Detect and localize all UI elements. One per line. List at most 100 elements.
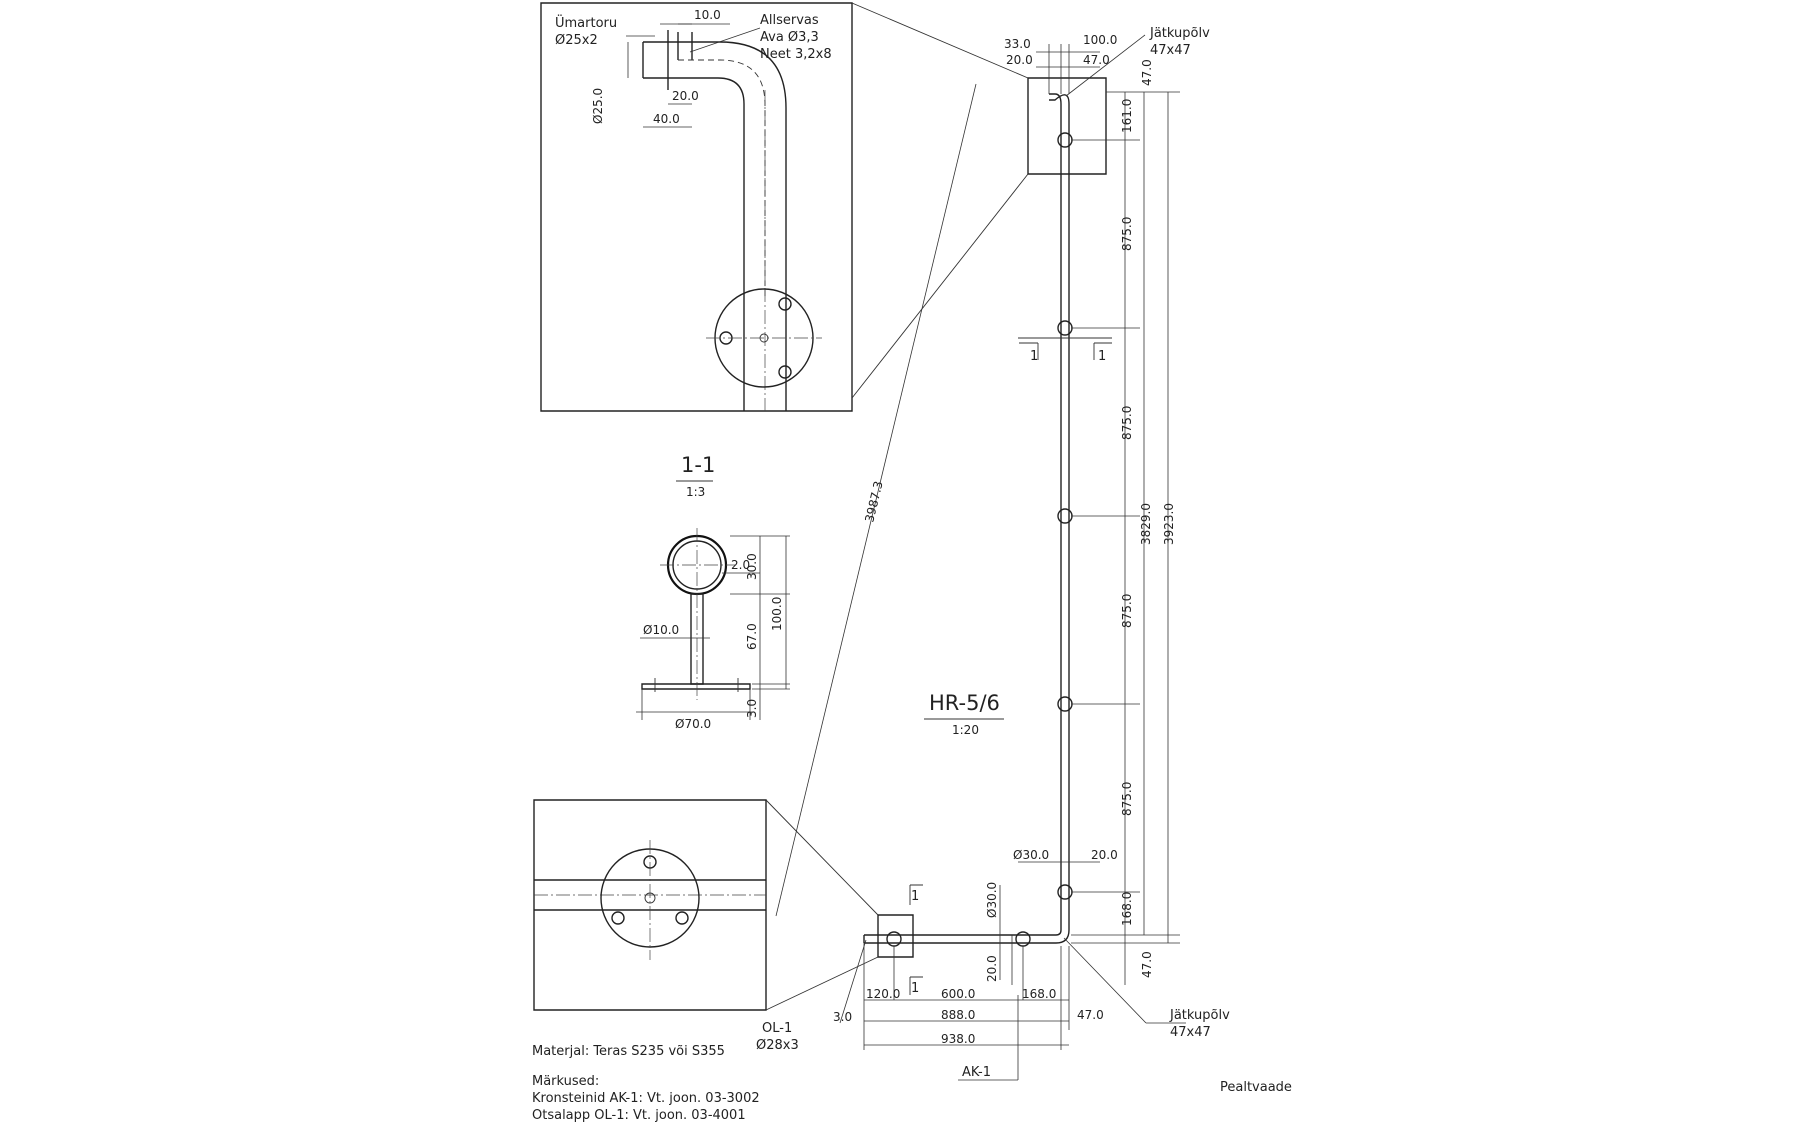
detail-top-view [541,3,852,411]
section-dim-30-text: 30.0 [745,553,759,580]
detail-bottom-screw-3 [676,912,688,924]
section-base-plate [642,684,750,689]
callout-top-box [1028,78,1106,174]
main-view [766,3,1186,1080]
callout-top-leader-2 [852,3,1028,78]
detail-top-dim-25: Ø25.0 [591,88,605,124]
detail-top-dim-20: 20.0 [672,89,699,103]
detail-top-screw-3 [779,366,791,378]
section-dim-phi70: Ø70.0 [675,717,711,731]
label-pealtvaade: Pealtvaade [1220,1080,1292,1095]
section-mark-left: 1 [1030,349,1038,364]
dim-diag-3987: 3987.3 [862,480,885,524]
detail-top-neet: Neet 3,2x8 [760,47,832,62]
dim-bottom-168: 168.0 [1022,987,1056,1001]
detail-top-joint [678,32,692,60]
detail-top-ava: Ava Ø3,3 [760,30,819,45]
section-arrow-top [910,885,923,905]
dim-right-161: 161.0 [1120,99,1134,133]
bracket-v-5 [1058,885,1072,899]
label-ak1: AK-1 [962,1065,991,1080]
section-title: 1-1 [681,453,715,477]
bracket-v-1 [1058,133,1072,147]
label-ol1: OL-1 [762,1021,792,1036]
bracket-h-1 [887,932,901,946]
note-remark-2: Otsalapp OL-1: Vt. joon. 03-4001 [532,1108,746,1123]
bracket-v-2 [1058,321,1072,335]
dim-bottom-3: 3.0 [833,1010,852,1024]
detail-top-allservas: Allservas [760,13,819,28]
note-remarks-title: Märkused: [532,1074,599,1089]
dim-right-875-a: 875.0 [1120,217,1134,251]
section-dim-3-text: 3.0 [745,699,759,718]
dim-top-33: 33.0 [1004,37,1031,51]
callout-bottom-leader-1 [766,800,878,915]
section-mark-right: 1 [1098,349,1106,364]
section-dim-67-text: 67.0 [745,623,759,650]
section-dim-100-text: 100.0 [770,597,784,631]
label-jatkupolv-top: Jätkupõlv [1149,26,1210,41]
rail-top-bend [1049,94,1069,104]
detail-top-umartoru-size: Ø25x2 [555,33,598,48]
detail-bottom-view [534,800,766,1010]
section-view [636,528,790,720]
dim-3987-line [776,84,976,916]
section-dim-phi10: Ø10.0 [643,623,679,637]
section-scale: 1:3 [686,485,705,499]
dim-right-3923: 3923.0 [1162,503,1176,545]
dim-bottom-938: 938.0 [941,1032,975,1046]
label-jatkupolv-top-size: 47x47 [1150,43,1191,58]
detail-top-tube-outline [643,42,786,411]
detail-bottom-screw-2 [612,912,624,924]
dim-top-100: 100.0 [1083,33,1117,47]
detail-top-screw-2 [779,298,791,310]
note-remark-1: Kronsteinid AK-1: Vt. joon. 03-3002 [532,1091,760,1106]
section-mark-bottom-top: 1 [911,889,919,904]
dim-right-875-c: 875.0 [1120,594,1134,628]
dim-right-47-top: 47.0 [1140,59,1154,86]
section-arrow-bottom [910,977,923,995]
dim-right-875-d: 875.0 [1120,782,1134,816]
dim-top-20: 20.0 [1006,53,1033,67]
detail-top-tube-stub [643,30,668,90]
detail-top-umartoru-label: Ümartoru [555,14,617,31]
callout-bottom-box [878,915,913,957]
dim-20-v: 20.0 [985,955,999,982]
detail-top-dim-10: 10.0 [694,8,721,22]
detail-bottom-frame [534,800,766,1010]
section-arrow-left [1019,343,1038,360]
main-title: HR-5/6 [929,691,1000,715]
main-scale: 1:20 [952,723,979,737]
dim-20-h: 20.0 [1091,848,1118,862]
note-material: Materjal: Teras S235 või S355 [532,1044,725,1059]
bracket-v-4 [1058,697,1072,711]
callout-top-leader-1 [852,174,1028,398]
section-dim-2: 2.0 [731,558,750,572]
bracket-v-3 [1058,509,1072,523]
detail-top-dim-40: 40.0 [653,112,680,126]
detail-top-frame [541,3,852,411]
detail-top-leader-allservas [690,28,760,52]
dim-top-47: 47.0 [1083,53,1110,67]
section-arrow-right [1094,343,1112,360]
dim-bottom-600: 600.0 [941,987,975,1001]
dim-phi30-v: Ø30.0 [985,882,999,918]
dim-right-875-b: 875.0 [1120,406,1134,440]
section-mark-bottom-bottom: 1 [911,981,919,996]
dim-right-3829: 3829.0 [1139,503,1153,545]
bracket-h-2 [1016,932,1030,946]
dim-bottom-120: 120.0 [866,987,900,1001]
dim-top-leader-jatku [1066,35,1145,96]
dim-right-168: 168.0 [1120,892,1134,926]
dim-right-47-bottom: 47.0 [1140,951,1154,978]
dim-leader-jatku-bottom [1064,938,1146,1023]
dim-bottom-888: 888.0 [941,1008,975,1022]
dim-leader-ol1 [840,940,866,1023]
label-jatkupolv-bottom-size: 47x47 [1170,1025,1211,1040]
label-jatkupolv-bottom: Jätkupõlv [1169,1008,1230,1023]
dim-phi30-h: Ø30.0 [1013,848,1049,862]
callout-bottom-leader-2 [766,957,878,1010]
label-ol1-size: Ø28x3 [756,1038,799,1053]
dim-bottom-47: 47.0 [1077,1008,1104,1022]
